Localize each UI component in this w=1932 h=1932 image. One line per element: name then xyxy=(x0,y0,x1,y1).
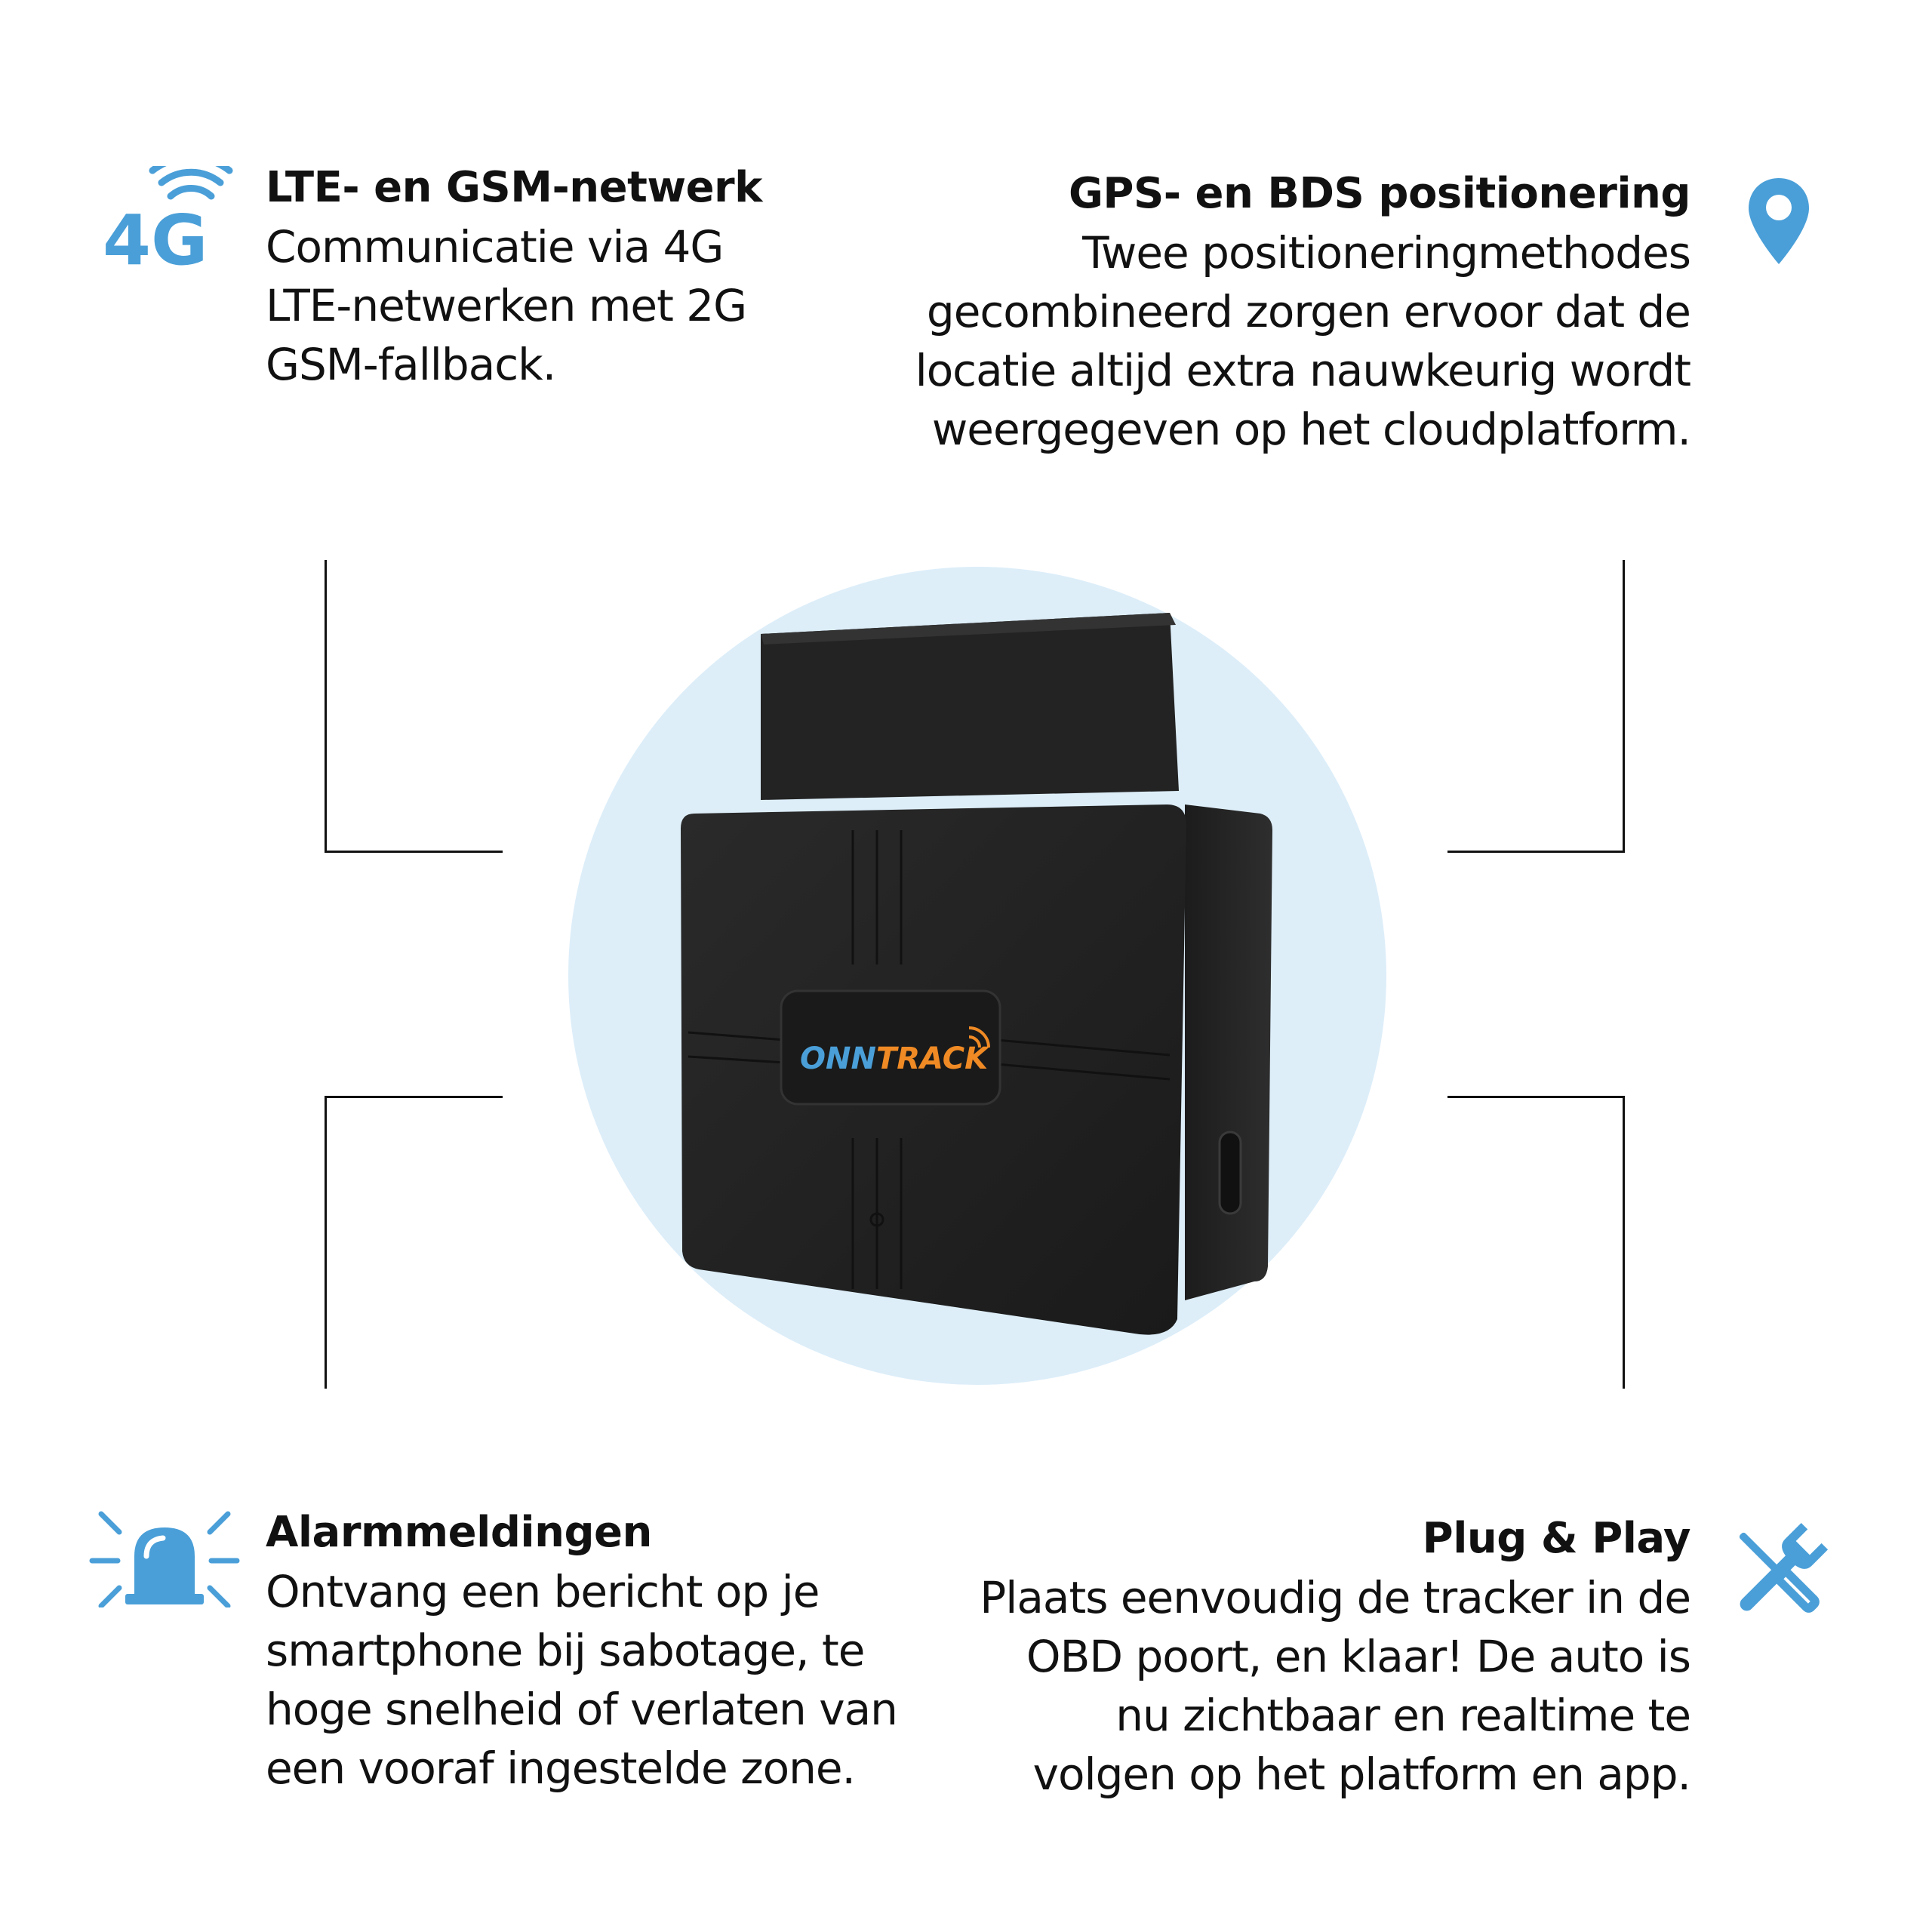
feature-line: nu zichtbaar en realtime te xyxy=(1115,1690,1691,1741)
connector-line xyxy=(325,560,327,853)
feature-line: locatie altijd extra nauwkeurig wordt xyxy=(915,345,1691,396)
feature-line: gecombineerd zorgen ervoor dat de xyxy=(926,286,1691,337)
feature-title: GPS- en BDS positionering xyxy=(1068,169,1691,218)
feature-title: Plug & Play xyxy=(1422,1514,1691,1563)
connector-line xyxy=(325,851,503,853)
feature-line: hoge snelheid of verlaten van xyxy=(266,1684,898,1735)
feature-plugplay: Plug & Play Plaats eenvoudig de tracker … xyxy=(709,1509,1691,1804)
feature-title: Alarmmeldingen xyxy=(266,1508,652,1557)
connector-line xyxy=(1623,560,1625,853)
feature-line: een vooraf ingestelde zone. xyxy=(266,1743,856,1794)
feature-line: OBD poort, en klaar! De auto is xyxy=(1026,1631,1691,1682)
connector-line xyxy=(1447,851,1625,853)
feature-alarms: Alarmmeldingen Ontvang een bericht op je… xyxy=(266,1503,1020,1798)
feature-title: LTE- en GSM-netwerk xyxy=(266,163,762,212)
feature-line: GSM-fallback. xyxy=(266,339,556,390)
connector-line xyxy=(1623,1096,1625,1389)
feature-line: weergegeven op het cloudplatform. xyxy=(931,404,1691,455)
4g-signal-icon: 4G xyxy=(98,154,234,281)
feature-line: Twee positioneringmethodes xyxy=(1082,227,1691,278)
alarm-siren-icon xyxy=(89,1509,240,1609)
feature-line: Ontvang een bericht op je xyxy=(266,1566,820,1617)
brand-logo: ONNTRACK xyxy=(800,1041,990,1076)
feature-line: volgen op het platform en app. xyxy=(1032,1749,1691,1800)
connector-line xyxy=(1447,1096,1625,1098)
svg-text:4G: 4G xyxy=(103,200,208,272)
connector-line xyxy=(325,1096,503,1098)
feature-line: LTE-netwerken met 2G xyxy=(266,280,747,331)
feature-line: Plaats eenvoudig de tracker in de xyxy=(980,1572,1691,1623)
tools-icon xyxy=(1722,1515,1835,1629)
location-pin-icon xyxy=(1745,175,1813,267)
connector-line xyxy=(325,1096,327,1389)
feature-network: LTE- en GSM-netwerk Communicatie via 4G … xyxy=(266,158,945,394)
obd-tracker-device-image: ONNTRACK xyxy=(566,565,1389,1387)
feature-line: smartphone bij sabotage, te xyxy=(266,1625,865,1676)
feature-line: Communicatie via 4G xyxy=(266,221,724,272)
feature-positioning: GPS- en BDS positionering Twee positione… xyxy=(709,165,1691,459)
